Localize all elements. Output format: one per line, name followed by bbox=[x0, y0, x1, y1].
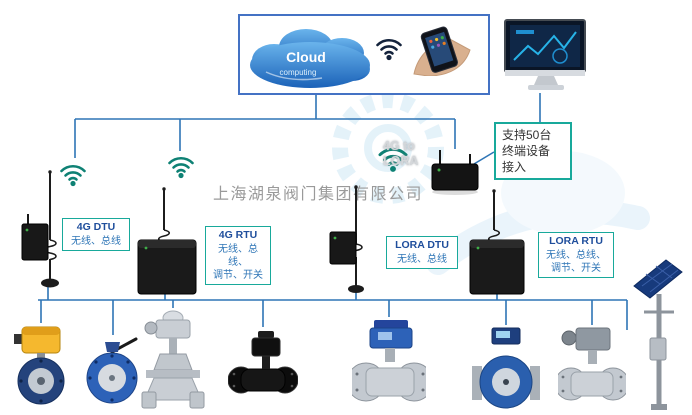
wifi-icon bbox=[60, 164, 86, 187]
rtu-device-box bbox=[137, 239, 197, 295]
node-name: LORA DTU bbox=[395, 239, 449, 251]
valve-drop-lines bbox=[40, 300, 628, 335]
pole-base bbox=[651, 404, 667, 410]
control-box bbox=[649, 337, 667, 361]
actuator-window bbox=[378, 332, 392, 340]
rtu-device-box bbox=[469, 239, 525, 295]
phone-in-hand-icon bbox=[413, 26, 471, 76]
node-name: 4G RTU bbox=[218, 229, 258, 241]
bridge-label-line2: LORA bbox=[383, 154, 419, 168]
valve-stem bbox=[169, 338, 177, 354]
gateway-device-icon bbox=[431, 150, 479, 195]
antenna-icon bbox=[157, 187, 171, 243]
actuator-connector bbox=[14, 334, 23, 344]
lora-rtu-hardware bbox=[469, 189, 525, 295]
watermark-gear-hub bbox=[364, 124, 412, 172]
right-flange bbox=[530, 366, 540, 400]
valve-stainless-ball-blue-actuator bbox=[352, 320, 426, 402]
dtu-device-box bbox=[21, 214, 49, 261]
valve-blue-butterfly-lever bbox=[86, 337, 138, 404]
node-label-4g-rtu: 4G RTU 无线、总线、 调节、开关 bbox=[205, 226, 271, 285]
watermark-gear-shape bbox=[332, 92, 444, 204]
callout-line3: 接入 bbox=[502, 159, 527, 174]
cloud-subtitle: computing bbox=[280, 68, 317, 77]
wifi-icon bbox=[168, 156, 194, 179]
smartphone-shape bbox=[420, 26, 459, 73]
top-branch-lines bbox=[74, 119, 456, 158]
valve-stem bbox=[588, 350, 597, 364]
hardware-riser-lines bbox=[47, 286, 498, 300]
actuator-body bbox=[251, 337, 281, 357]
valve-blue-flowmeter bbox=[472, 327, 540, 409]
solar-panel-pole bbox=[633, 259, 683, 410]
wifi-icon bbox=[378, 147, 408, 172]
actuator-body bbox=[155, 319, 191, 339]
company-watermark: 上海湖泉阀门集团有限公司 bbox=[213, 186, 424, 203]
4g-dtu-hardware bbox=[21, 170, 59, 288]
cloud-highlight bbox=[265, 71, 323, 81]
valve-black-ball bbox=[228, 331, 298, 394]
node-desc: 无线、总线 bbox=[71, 235, 121, 247]
callout-line1: 支持50台 bbox=[502, 128, 552, 142]
valve-gray-actuator bbox=[558, 327, 626, 401]
valve-body bbox=[240, 368, 286, 392]
node-desc: 无线、总线、 bbox=[546, 249, 606, 261]
valve-yellow-actuator-butterfly bbox=[14, 326, 65, 405]
lora-dtu-hardware bbox=[329, 185, 364, 293]
notch-plate bbox=[105, 342, 120, 352]
valve-gate-electric-actuator bbox=[141, 310, 205, 409]
cloud-computing-icon: Cloud computing bbox=[250, 29, 370, 88]
watermark-swoosh-shape bbox=[426, 199, 650, 275]
valve-body bbox=[365, 367, 415, 397]
handwheel bbox=[144, 321, 158, 335]
bridge-label: 4G to LORA bbox=[383, 139, 431, 169]
node-desc2: 调节、开关 bbox=[213, 269, 263, 281]
yoke bbox=[153, 353, 193, 371]
wifi-icon bbox=[376, 38, 402, 61]
node-label-lora-dtu: LORA DTU 无线、总线 bbox=[386, 236, 458, 269]
dtu-device-box bbox=[329, 231, 357, 265]
node-desc: 无线、总线、 bbox=[218, 243, 258, 268]
display-screen bbox=[496, 331, 510, 338]
valve-stem bbox=[385, 348, 395, 362]
callout-leader-line bbox=[473, 151, 495, 165]
cloud-title: Cloud bbox=[286, 49, 326, 65]
valve-body bbox=[570, 371, 614, 397]
left-flange bbox=[472, 366, 482, 400]
node-desc2: 调节、开关 bbox=[551, 262, 601, 274]
bridge-label-line1: 4G to bbox=[383, 139, 415, 153]
antenna-icon bbox=[487, 189, 501, 243]
node-label-4g-dtu: 4G DTU 无线、总线 bbox=[62, 218, 130, 251]
actuator-body bbox=[575, 327, 611, 351]
4g-rtu-hardware bbox=[137, 187, 197, 295]
valve-stem bbox=[262, 356, 270, 369]
handwheel bbox=[561, 330, 577, 346]
monitor-stand bbox=[534, 76, 558, 85]
monitor-icon bbox=[504, 19, 586, 90]
node-desc: 无线、总线 bbox=[397, 253, 447, 265]
node-name: 4G DTU bbox=[76, 221, 116, 233]
node-name: LORA RTU bbox=[549, 235, 603, 247]
callout-line2: 终端设备 bbox=[502, 143, 551, 158]
node-label-lora-rtu: LORA RTU 无线、总线、 调节、开关 bbox=[538, 232, 614, 278]
capacity-callout: 支持50台 终端设备 接入 bbox=[494, 122, 572, 180]
valve-stem bbox=[37, 353, 45, 360]
solar-panel bbox=[633, 259, 683, 299]
